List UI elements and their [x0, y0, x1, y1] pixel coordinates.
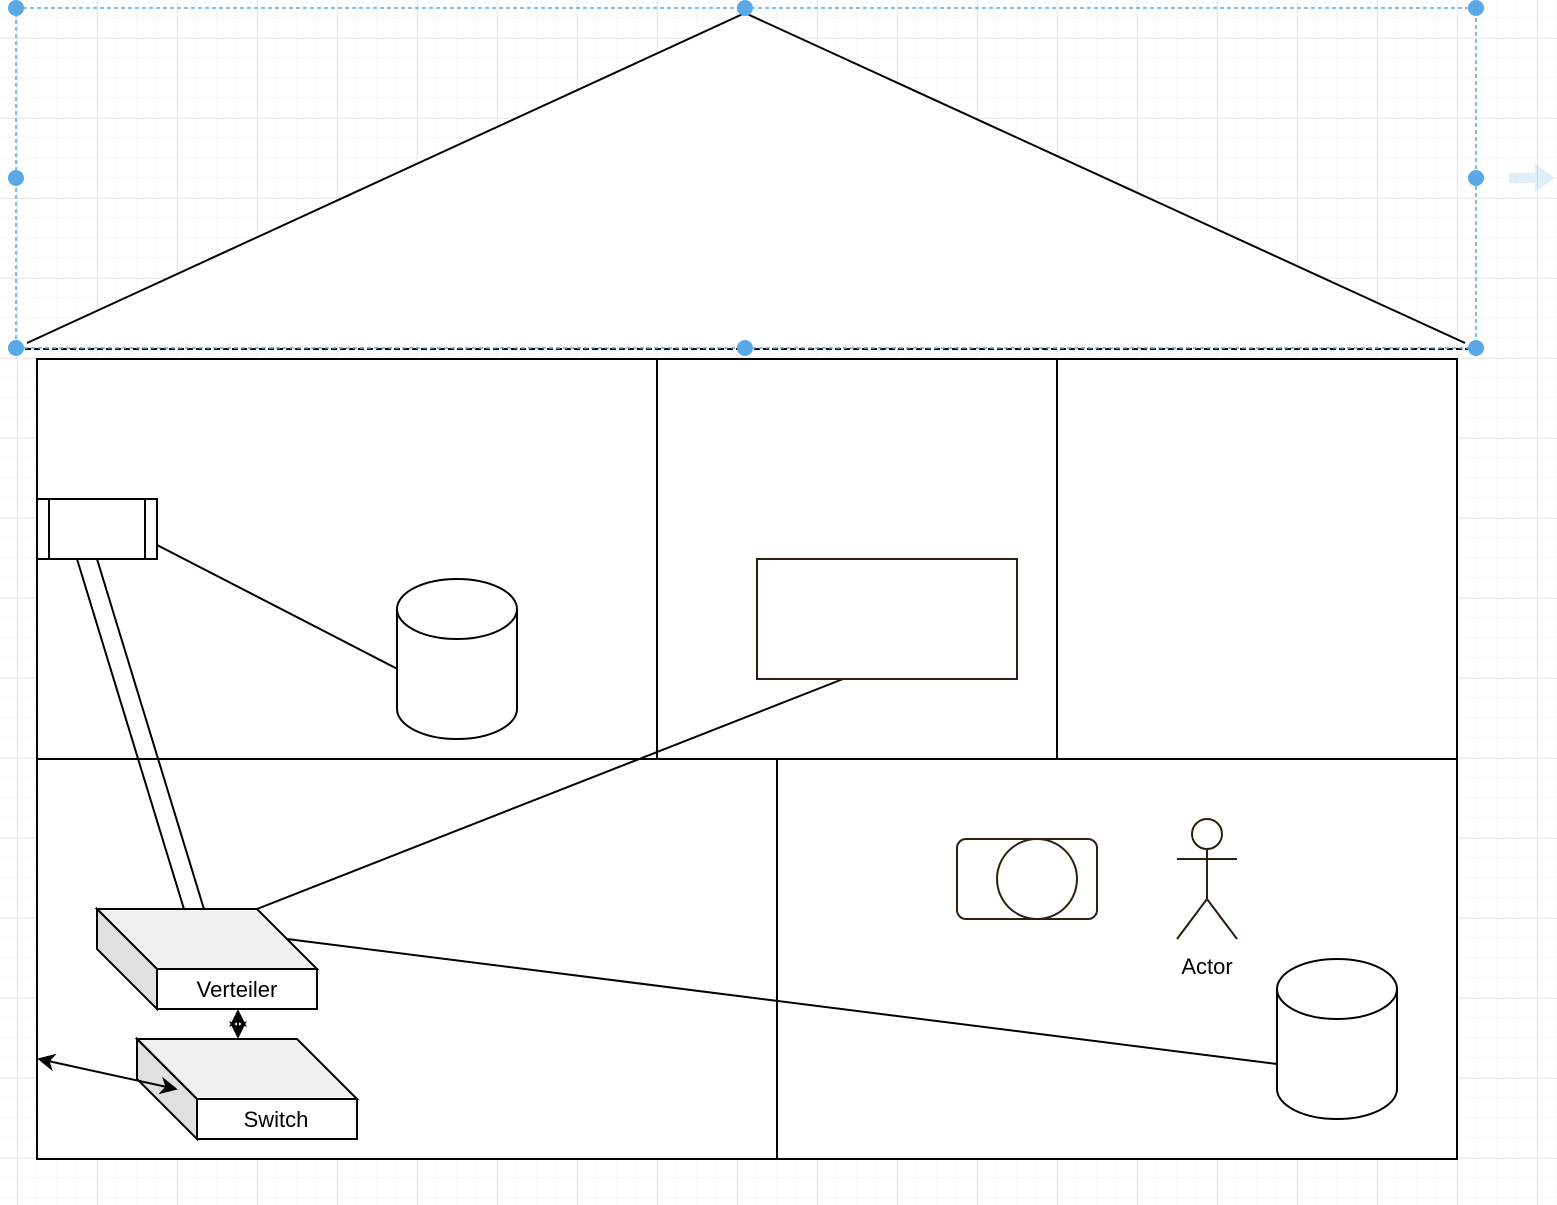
- camera-shape[interactable]: [956, 838, 1098, 920]
- connector-line[interactable]: [256, 678, 844, 910]
- verteiler-label: Verteiler: [197, 977, 278, 1002]
- switch-label: Switch: [244, 1107, 309, 1132]
- connector-line[interactable]: [96, 558, 208, 920]
- database-cylinder[interactable]: [1276, 958, 1398, 1120]
- actor-label: Actor: [1181, 954, 1232, 979]
- resize-handle[interactable]: [737, 340, 753, 356]
- resize-handles[interactable]: [8, 0, 1484, 356]
- connector-line[interactable]: [76, 558, 188, 920]
- resize-handle[interactable]: [737, 0, 753, 16]
- verteiler-device[interactable]: Verteiler: [94, 906, 320, 1012]
- database-cylinder[interactable]: [396, 578, 518, 740]
- resize-handle[interactable]: [1468, 340, 1484, 356]
- connector-line[interactable]: [156, 544, 418, 680]
- resize-handle[interactable]: [1468, 0, 1484, 16]
- resize-handle[interactable]: [8, 340, 24, 356]
- double-arrow-connector[interactable]: [37, 1053, 178, 1095]
- resize-handle[interactable]: [8, 0, 24, 16]
- resize-handle[interactable]: [1468, 170, 1484, 186]
- process-box[interactable]: [36, 498, 158, 560]
- actor-figure[interactable]: [1176, 818, 1238, 940]
- rectangle-shape[interactable]: [756, 558, 1018, 680]
- clone-arrow-right-icon[interactable]: [1509, 164, 1555, 192]
- resize-handle[interactable]: [8, 170, 24, 186]
- connector-line[interactable]: [286, 938, 1278, 1065]
